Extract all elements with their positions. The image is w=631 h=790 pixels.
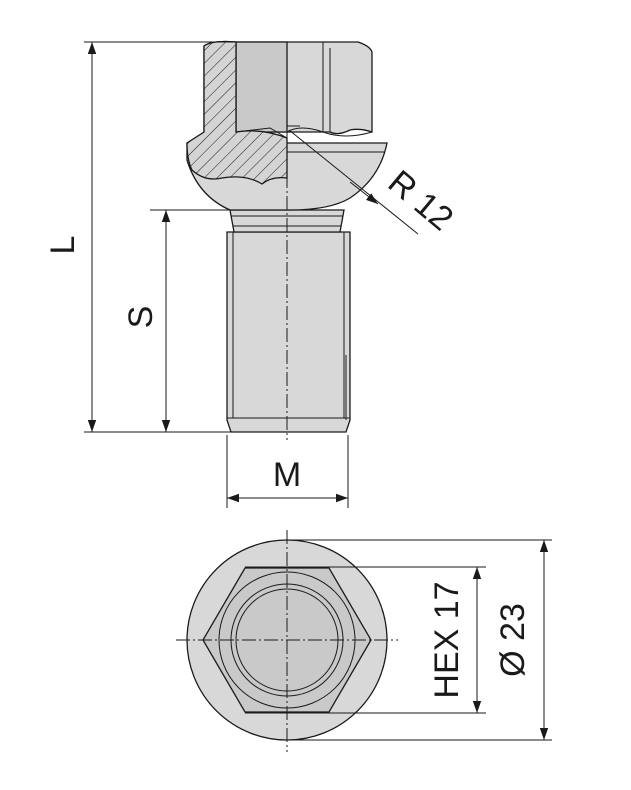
radius-leader (288, 129, 419, 235)
radius-label: R 12 (381, 163, 460, 238)
dimension-length: L (44, 41, 287, 433)
dimension-hex: HEX 17 (245, 566, 486, 714)
dimension-diameter: Ø 23 (287, 539, 552, 741)
section-hatch (186, 40, 288, 185)
diameter-label: Ø 23 (494, 603, 532, 677)
dimension-shank: S (122, 209, 232, 432)
length-label: L (44, 236, 82, 255)
thread-label: M (273, 456, 301, 494)
shank-label: S (122, 306, 160, 329)
bolt-side-view: R 12 L S M (44, 40, 460, 508)
hex-label: HEX 17 (428, 581, 466, 698)
dimension-thread: M (226, 435, 349, 508)
threaded-shank (226, 231, 351, 433)
bolt-top-view: HEX 17 Ø 23 (176, 530, 552, 752)
